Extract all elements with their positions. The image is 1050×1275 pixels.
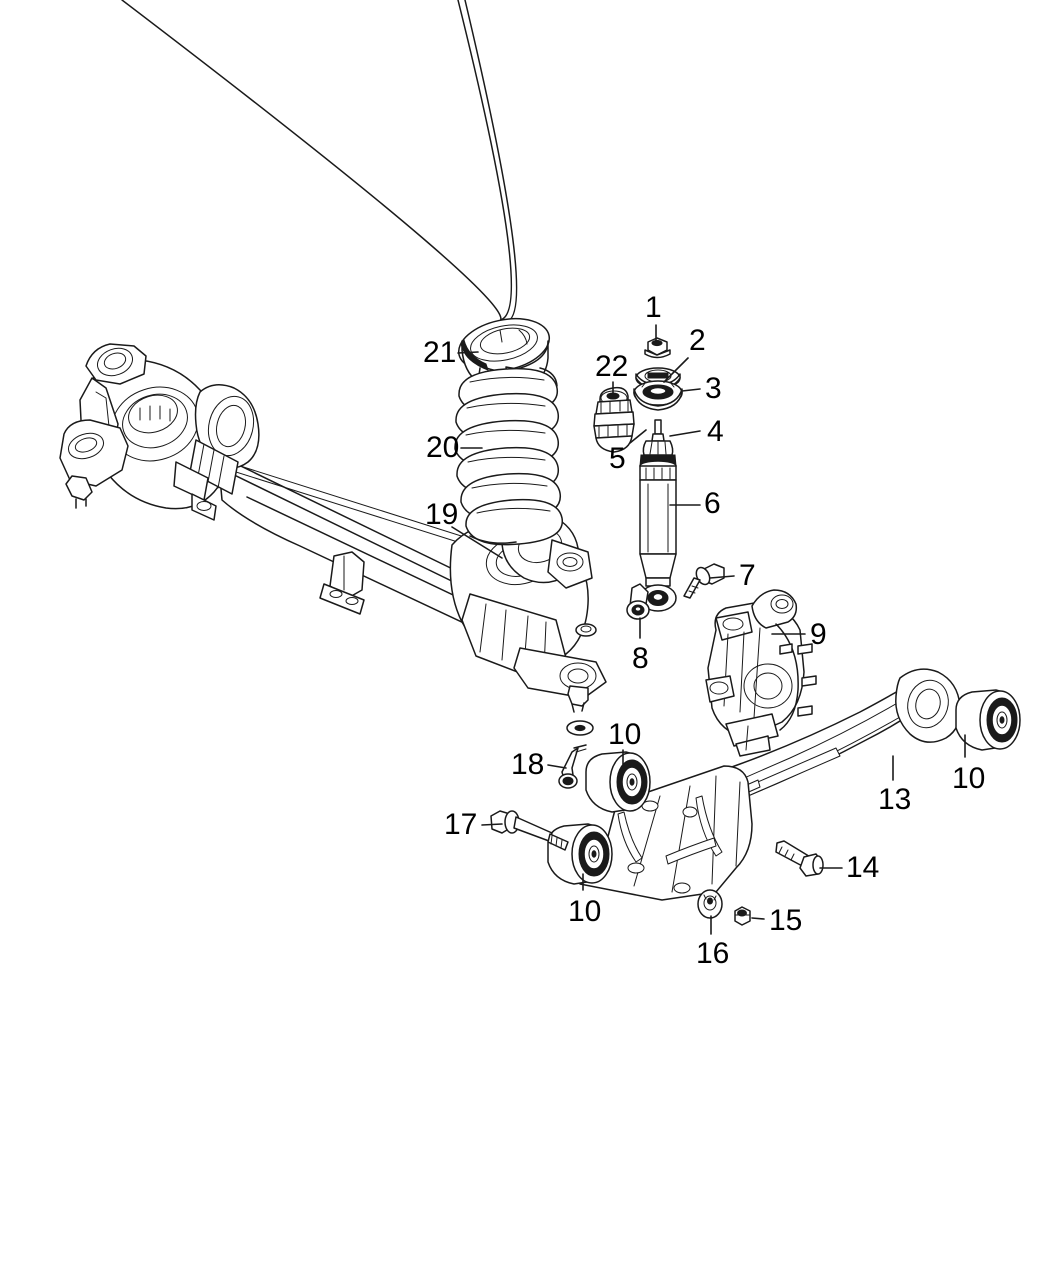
- callout-22[interactable]: 22: [595, 350, 629, 383]
- callout-18[interactable]: 18: [511, 748, 545, 781]
- callout-6[interactable]: 6: [704, 487, 721, 520]
- callout-21[interactable]: 21: [423, 336, 457, 369]
- callout-17[interactable]: 17: [444, 808, 478, 841]
- callout-19[interactable]: 19: [425, 498, 459, 531]
- part-9-steering-knuckle: [705, 589, 817, 757]
- callout-20[interactable]: 20: [426, 431, 460, 464]
- callout-16[interactable]: 16: [696, 937, 730, 970]
- callout-14[interactable]: 14: [846, 851, 880, 884]
- callout-2[interactable]: 2: [689, 324, 706, 357]
- part-8-ball-joint-stud: [626, 583, 650, 620]
- callout-10-right[interactable]: 10: [952, 762, 986, 795]
- callout-9[interactable]: 9: [810, 618, 827, 651]
- part-10-control-arm-bushing-right: [955, 689, 1021, 751]
- part-7-shock-mounting-bolt: [683, 563, 725, 599]
- part-10-control-arm-bushing-upper: [585, 751, 651, 813]
- callout-15[interactable]: 15: [769, 904, 803, 937]
- callout-13[interactable]: 13: [878, 783, 912, 816]
- part-22-jounce-bumper: [593, 386, 635, 453]
- part-19-front-axle-housing: [59, 343, 607, 736]
- part-14-control-arm-bolt: [775, 840, 824, 877]
- callout-1[interactable]: 1: [645, 291, 662, 324]
- leader-lines: [451, 324, 966, 935]
- callout-4[interactable]: 4: [707, 415, 724, 448]
- part-3-upper-shock-bushing: [633, 380, 683, 411]
- callout-8[interactable]: 8: [632, 642, 649, 675]
- part-15-hex-nut: [734, 906, 751, 926]
- part-13-lower-control-arm: [577, 668, 961, 901]
- part-16-flat-washer: [697, 889, 723, 919]
- part-6-shock-absorber: [639, 419, 677, 612]
- callout-10-lower[interactable]: 10: [568, 895, 602, 928]
- callout-10-upper[interactable]: 10: [608, 718, 642, 751]
- callout-5[interactable]: 5: [609, 442, 626, 475]
- part-21-upper-spring-seat: [121, 0, 551, 389]
- part-10-control-arm-bushing-lower: [547, 823, 613, 885]
- callout-3[interactable]: 3: [705, 372, 722, 405]
- part-1-retaining-nut: [644, 337, 671, 359]
- part-20-coil-spring: [454, 367, 563, 546]
- part-18-retainer-clip: [558, 744, 587, 789]
- callout-7[interactable]: 7: [739, 559, 756, 592]
- part-17-pivot-bolt: [490, 810, 569, 851]
